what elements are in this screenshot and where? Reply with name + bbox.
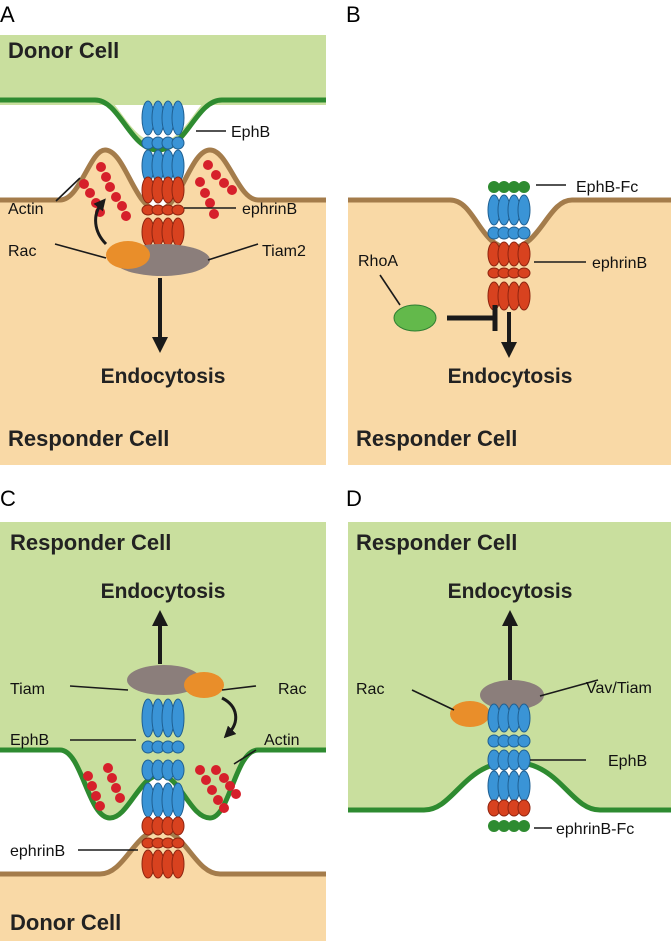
responder-cell-label: Responder Cell — [8, 426, 169, 451]
panel-d: D Responder Cell Endocytosis Rac Va — [346, 486, 671, 838]
responder-cell-label: Responder Cell — [356, 530, 517, 555]
rac-to-actin-arrow — [93, 198, 108, 246]
tiam2-label: Tiam2 — [262, 243, 306, 260]
panel-letter-b: B — [346, 2, 361, 27]
fc-domain — [488, 820, 530, 832]
rac-gtpase — [450, 701, 490, 727]
rac-label: Rac — [356, 681, 384, 698]
ephB-receptor — [141, 100, 185, 183]
ephrinB-ligand — [487, 241, 531, 311]
panel-letter-c: C — [0, 486, 16, 511]
responder-cell-label: Responder Cell — [10, 530, 171, 555]
rhoA-label: RhoA — [358, 253, 398, 270]
panel-letter-d: D — [346, 486, 362, 511]
vav-tiam-label: Vav/Tiam — [586, 680, 652, 697]
rac-label: Rac — [8, 243, 36, 260]
tiam-label: Tiam — [10, 681, 45, 698]
ephB-label: EphB — [231, 124, 270, 141]
donor-cell-label: Donor Cell — [10, 910, 121, 935]
endocytosis-label: Endocytosis — [101, 365, 226, 388]
ephB-fc-receptor — [487, 194, 531, 240]
ephrinB-fc-label: ephrinB-Fc — [556, 821, 634, 838]
ephrinB-label: ephrinB — [592, 255, 647, 272]
ephrinB-fc-ligand — [487, 799, 531, 817]
tiam-gef — [127, 665, 201, 695]
panel-b: B Responder Cell Endocytosis EphB — [346, 2, 671, 465]
rac-label: Rac — [278, 681, 306, 698]
donor-cell-label: Donor Cell — [8, 38, 119, 63]
panel-a: A Donor Cell Responder Cell Endocytos — [0, 2, 326, 465]
actin-label: Actin — [264, 732, 300, 749]
rac-to-actin-arrow — [221, 696, 238, 739]
ephrinB-label: ephrinB — [10, 843, 65, 860]
rhoA-gtpase — [393, 304, 437, 332]
responder-cell-region — [0, 150, 326, 465]
actin-filaments — [83, 763, 241, 813]
endocytosis-label: Endocytosis — [448, 580, 573, 603]
ephB-receptor — [141, 698, 185, 818]
actin-label: Actin — [8, 201, 44, 218]
rac-gtpase — [106, 241, 150, 269]
ephrinB-label: ephrinB — [242, 201, 297, 218]
rac-gtpase — [184, 672, 224, 698]
ephB-fc-label: EphB-Fc — [576, 179, 638, 196]
vav-tiam-gef — [480, 680, 544, 710]
panel-c: C Responder Cell Donor Cell E — [0, 486, 326, 941]
donor-cell-region — [0, 830, 326, 941]
endocytosis-label: Endocytosis — [101, 580, 226, 603]
responder-cell-label: Responder Cell — [356, 426, 517, 451]
ephrinB-ligand — [141, 816, 185, 879]
panel-letter-a: A — [0, 2, 15, 27]
fc-domain — [488, 181, 530, 193]
ephB-label: EphB — [608, 753, 647, 770]
endocytosis-label: Endocytosis — [448, 365, 573, 388]
ephrinB-ligand — [141, 176, 185, 247]
ephB-label: EphB — [10, 732, 49, 749]
